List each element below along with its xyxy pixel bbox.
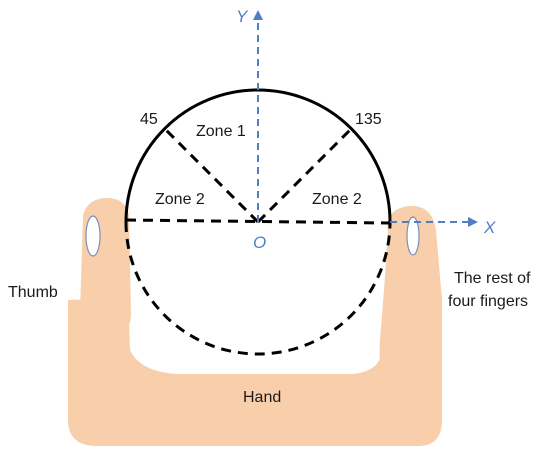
zone1-label: Zone 1 <box>196 123 246 140</box>
x-axis-label: X <box>483 218 496 237</box>
lower-semicircle <box>124 221 392 356</box>
origin-label: O <box>253 233 266 252</box>
thumb-nail <box>85 215 101 257</box>
hand-shape <box>68 198 442 446</box>
fingers-label-line1: The rest of <box>454 270 531 287</box>
zone-boundary-45 <box>163 127 260 224</box>
hand-label: Hand <box>243 389 281 406</box>
angle-label-45: 45 <box>140 111 158 128</box>
palm <box>68 295 442 446</box>
fingers-label-line2: four fingers <box>448 293 528 310</box>
thumb-shape <box>80 198 132 338</box>
zone-boundary-135 <box>256 128 352 224</box>
zone2-left-label: Zone 2 <box>155 191 205 208</box>
thumb-label: Thumb <box>8 284 58 301</box>
y-axis-label: Y <box>236 7 249 26</box>
angle-label-135: 135 <box>355 111 382 128</box>
fingers-shape <box>379 205 442 374</box>
finger-nail <box>406 216 420 256</box>
zone2-right-label: Zone 2 <box>312 191 362 208</box>
